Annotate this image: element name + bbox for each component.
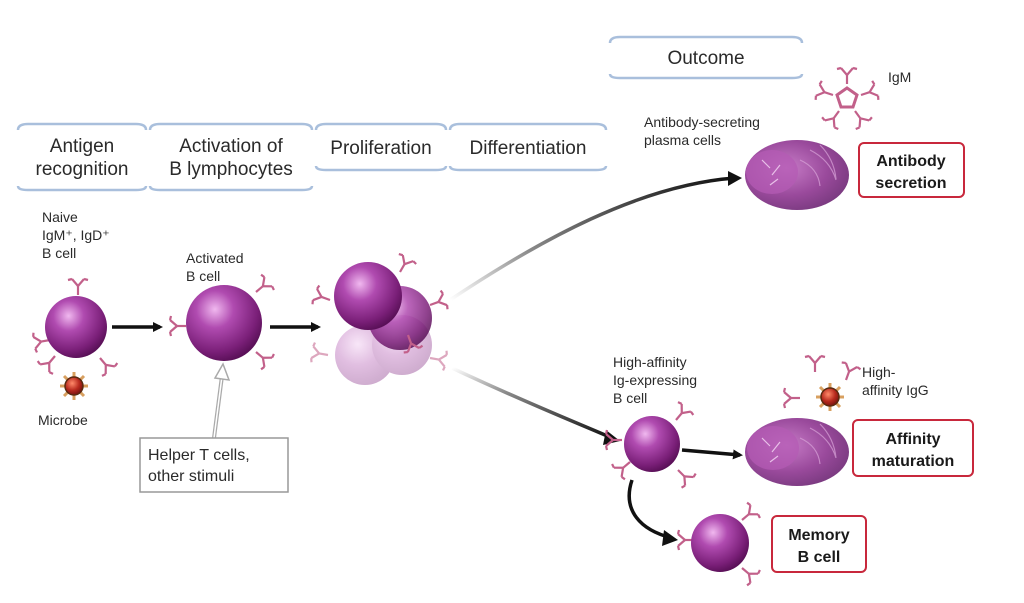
stage-header-activation: Activation of B lymphocytes <box>148 122 314 192</box>
igg-label-line1: High- <box>862 364 896 380</box>
helper-t-box: Helper T cells, other stimuli <box>139 437 289 493</box>
outcome-box-antibody-secretion: Antibody secretion <box>858 142 965 198</box>
stage-header-outcome: Outcome <box>608 35 804 80</box>
microbe-label: Microbe <box>38 412 88 428</box>
antibody-secretion-line2: secretion <box>875 175 946 192</box>
igm-label: IgM <box>888 69 911 85</box>
activated-b-cell <box>168 272 276 372</box>
affinity-maturation-line1: Affinity <box>885 431 940 448</box>
stage-activation-line2: B lymphocytes <box>169 159 293 180</box>
high-affinity-line3: B cell <box>613 390 647 406</box>
stage-proliferation: Proliferation <box>330 138 431 159</box>
arrow-to-memory-cell <box>627 479 673 540</box>
memory-line2: B cell <box>798 549 841 566</box>
plasma-label-line1: Antibody-secreting <box>644 114 760 130</box>
memory-line1: Memory <box>788 527 849 544</box>
igg-label-line2: affinity IgG <box>862 382 929 398</box>
affinity-maturation-line2: maturation <box>872 453 955 470</box>
outcome-box-memory-b-cell: Memory B cell <box>771 515 867 573</box>
stage-antigen-line2: recognition <box>36 159 129 180</box>
plasma-label-line2: plasma cells <box>644 132 721 148</box>
naive-label-line3: B cell <box>42 245 76 261</box>
proliferating-cells <box>309 252 450 385</box>
arrow-to-plasma-cells <box>449 176 736 302</box>
plasma-cell-label: Antibody-secreting plasma cells <box>644 114 760 148</box>
naive-b-cell <box>31 277 120 378</box>
stage-header-antigen-recognition: Antigen recognition <box>16 122 148 192</box>
stage-header-proliferation: Proliferation <box>314 122 448 172</box>
stage-outcome: Outcome <box>667 48 744 69</box>
stage-activation-line1: Activation of <box>179 136 283 157</box>
helper-t-arrow <box>212 362 231 439</box>
high-affinity-line1: High-affinity <box>613 354 687 370</box>
arrow-to-high-affinity-cell <box>451 366 613 440</box>
stage-header-differentiation: Differentiation <box>448 122 608 172</box>
microbe <box>60 372 88 400</box>
igm-pentamer <box>813 66 881 131</box>
activated-label-line2: B cell <box>186 268 220 284</box>
antibody-secretion-line1: Antibody <box>876 153 945 170</box>
helper-t-line2: other stimuli <box>148 468 234 485</box>
activated-label-line1: Activated <box>186 250 244 266</box>
plasma-cell-igg <box>745 418 849 486</box>
high-affinity-igg <box>782 354 862 411</box>
plasma-cell <box>745 140 849 210</box>
arrow-to-affinity-maturation <box>681 448 743 460</box>
activated-label: Activated B cell <box>186 250 244 284</box>
high-affinity-line2: Ig-expressing <box>613 372 697 388</box>
high-affinity-label: High-affinity Ig-expressing B cell <box>613 354 697 406</box>
high-affinity-b-cell <box>604 400 698 490</box>
naive-label-line2: IgM⁺, IgD⁺ <box>42 227 110 243</box>
stage-differentiation: Differentiation <box>470 138 587 159</box>
high-affinity-igg-label: High- affinity IgG <box>862 364 929 398</box>
helper-t-line1: Helper T cells, <box>148 447 250 464</box>
outcome-box-affinity-maturation: Affinity maturation <box>852 419 974 477</box>
naive-label: Naive IgM⁺, IgD⁺ B cell <box>42 209 110 261</box>
naive-label-line1: Naive <box>42 209 78 225</box>
memory-b-cell <box>676 500 762 588</box>
stage-antigen-line1: Antigen <box>50 136 114 157</box>
